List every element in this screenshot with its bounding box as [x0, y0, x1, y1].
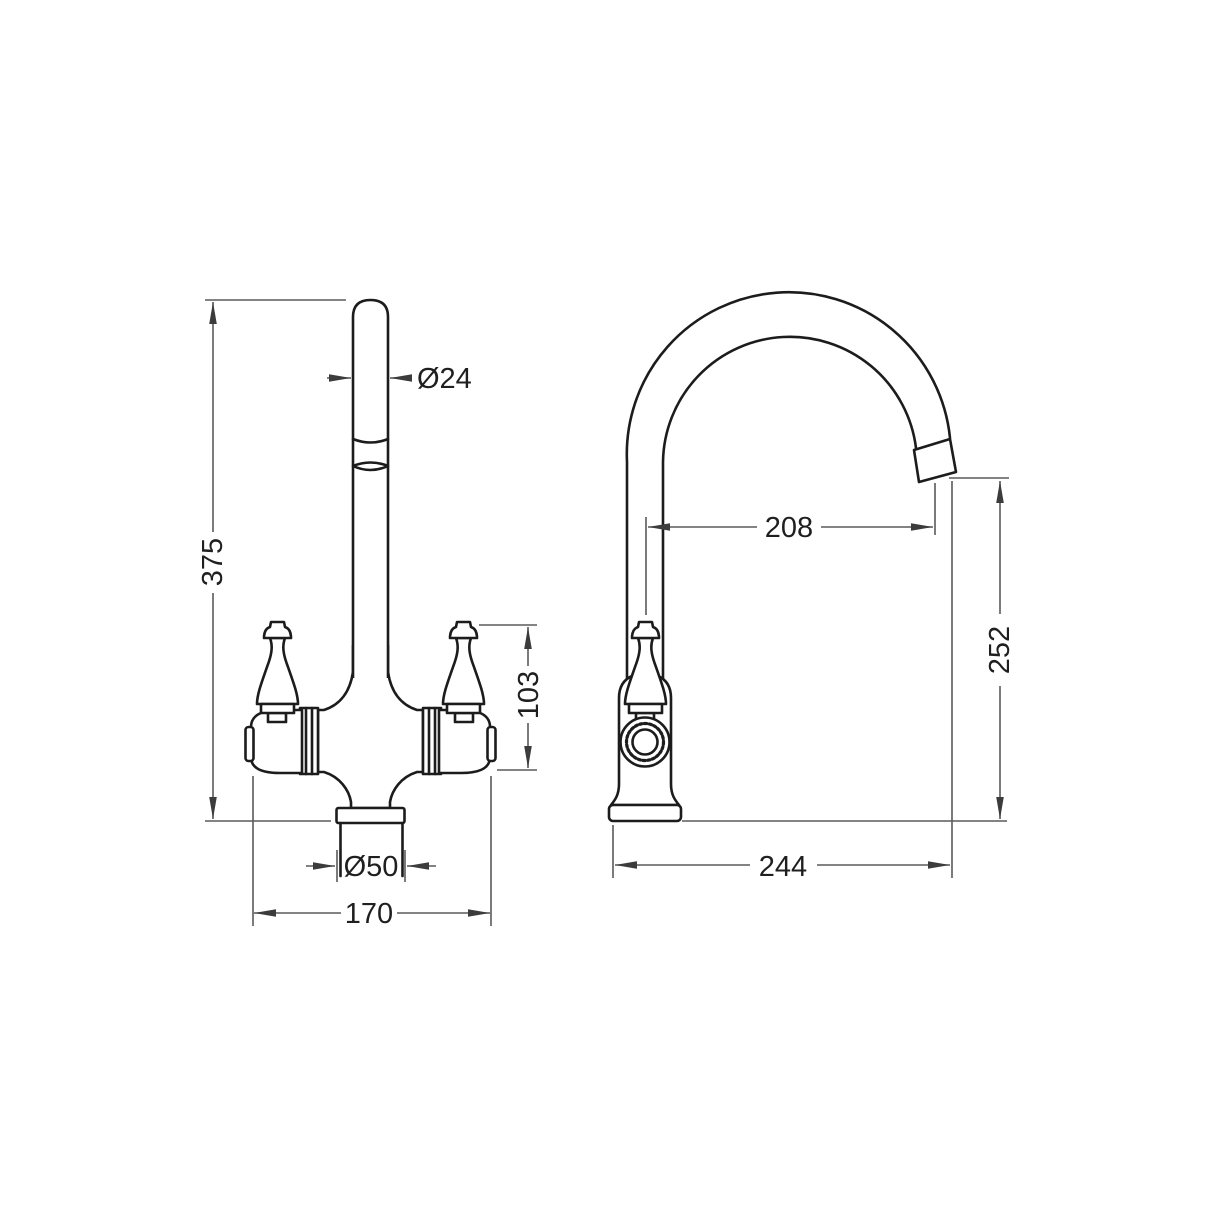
- dim-label-handle-height: 103: [513, 671, 545, 719]
- aerator-band-rim: [351, 461, 390, 472]
- side-view: [607, 290, 1007, 823]
- knob-inner-ring: [631, 728, 659, 756]
- dim-overall-depth: 244: [612, 481, 953, 883]
- right-valve-collar: [421, 706, 443, 776]
- extension-line: [205, 299, 346, 822]
- dim-label-overall-depth: 244: [759, 851, 807, 883]
- collar-ridges: [427, 706, 437, 776]
- extension-line: [479, 624, 537, 771]
- gooseneck-spout-outer: [625, 290, 952, 808]
- dim-outlet-height: 252: [949, 477, 1016, 819]
- extension-line: [612, 481, 953, 878]
- handle-neck: [266, 711, 288, 724]
- handle-cap: [448, 620, 479, 640]
- handle-cap: [262, 620, 293, 640]
- left-handle: [255, 620, 300, 724]
- dim-label-base-diameter: Ø50: [344, 851, 399, 883]
- handle-lever: [255, 636, 300, 706]
- dim-spout-diameter: Ø24: [327, 363, 472, 395]
- left-valve-collar: [298, 706, 320, 776]
- handle-lever: [441, 636, 486, 706]
- right-valve-end-cap: [486, 725, 497, 763]
- dim-label-spout-reach: 208: [765, 512, 813, 544]
- handle-cap: [630, 620, 661, 640]
- gooseneck-spout-inner: [661, 335, 918, 808]
- collar-ridges: [304, 706, 314, 776]
- handle-collar: [627, 702, 664, 715]
- spout-outlet: [912, 437, 958, 484]
- dim-overall-height: 375: [197, 299, 346, 822]
- extension-line: [336, 850, 406, 882]
- handle-collar: [445, 702, 482, 715]
- side-handle: [623, 620, 668, 724]
- extension-line: [645, 483, 936, 615]
- dim-spout-reach: 208: [645, 483, 936, 615]
- spout-pipe: [351, 298, 390, 678]
- aerator-band-top: [351, 437, 390, 444]
- knob-knurl-ring: [624, 721, 666, 763]
- dim-label-body-width: 170: [345, 898, 393, 930]
- extension-line: [252, 776, 492, 926]
- dim-label-spout-diameter: Ø24: [417, 363, 472, 395]
- base-plate: [607, 803, 683, 823]
- mounting-shank: [339, 821, 404, 878]
- dim-base-diameter: Ø50: [306, 850, 436, 883]
- right-handle: [441, 620, 486, 724]
- valve-knob: [619, 716, 671, 768]
- handle-collar: [259, 702, 296, 715]
- dim-handle-height: 103: [479, 624, 545, 771]
- dim-label-overall-height: 375: [197, 538, 229, 586]
- left-valve-end-cap: [244, 725, 255, 763]
- base-flange: [335, 806, 406, 825]
- dimensions: 375 Ø24 103 Ø50 170: [197, 299, 1016, 930]
- dim-body-width: 170: [252, 776, 492, 930]
- handle-lever: [623, 636, 668, 706]
- handle-neck: [453, 711, 475, 724]
- front-view: [244, 298, 497, 878]
- dim-label-outlet-height: 252: [984, 626, 1016, 674]
